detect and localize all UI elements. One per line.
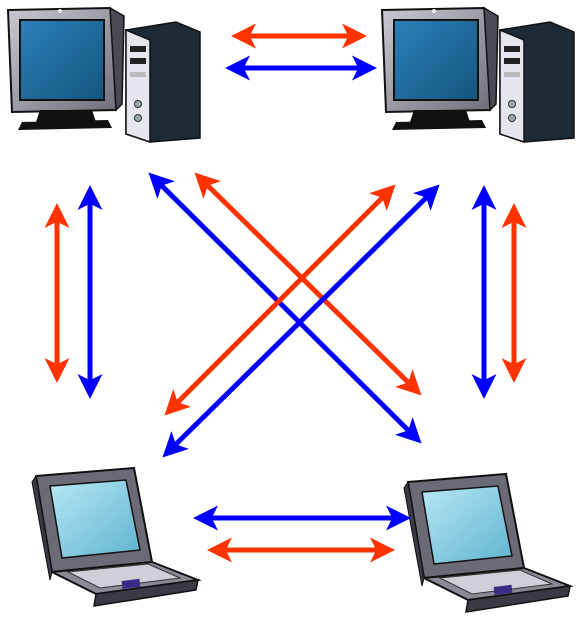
- tower-icon: [125, 21, 201, 144]
- arrow-blue-diagonal-up: [162, 184, 440, 458]
- laptop-computer-bottom-right: [403, 472, 574, 613]
- laptop-icon: [31, 466, 202, 607]
- tower-icon: [499, 21, 575, 144]
- desktop-computer-top-left: [6, 6, 201, 144]
- laptop-computer-bottom-left: [31, 466, 202, 607]
- laptop-icon: [403, 472, 574, 613]
- monitor-icon: [380, 6, 499, 130]
- arrows: [44, 23, 527, 563]
- arrow-blue-diagonal-down: [148, 172, 422, 444]
- desktop-computer-top-right: [380, 6, 575, 144]
- arrow-red-diagonal-down: [194, 172, 422, 396]
- monitor-icon: [6, 6, 125, 130]
